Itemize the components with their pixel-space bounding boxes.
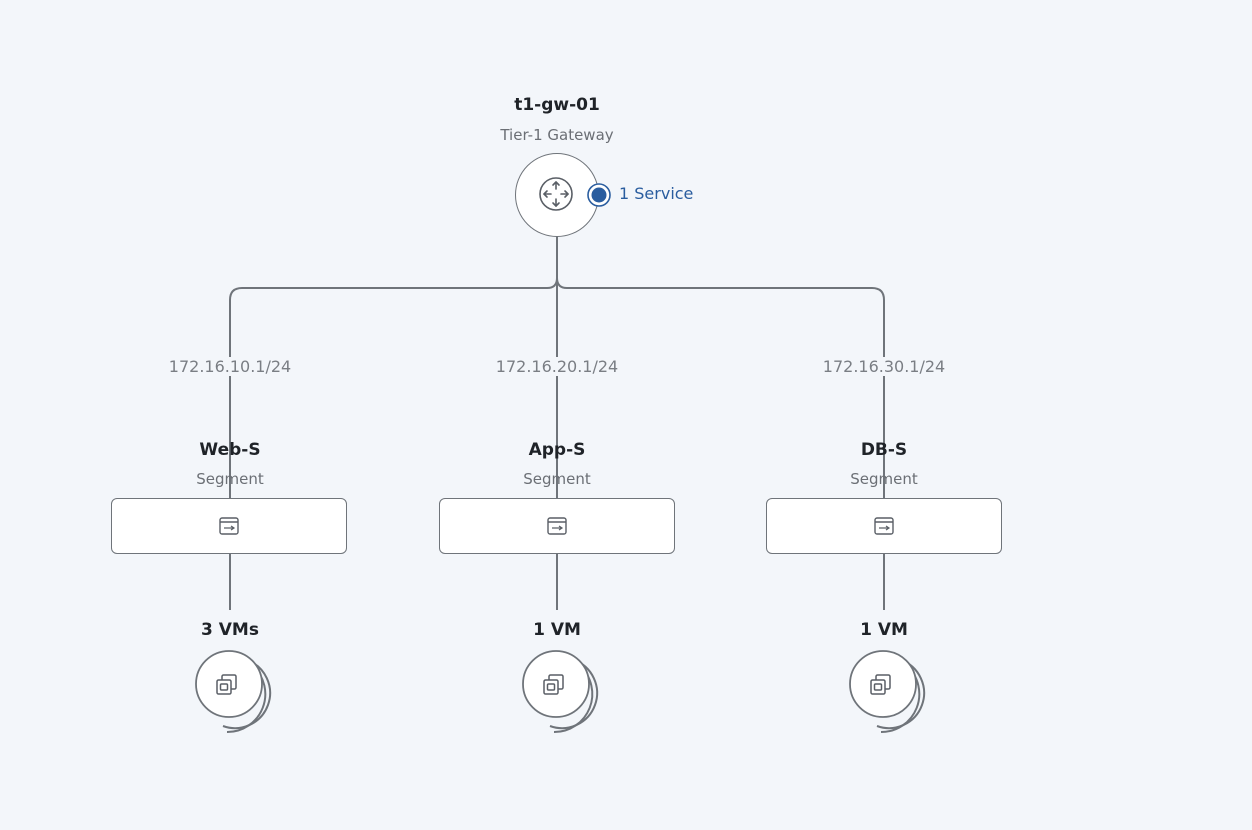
app-vm-group[interactable] xyxy=(512,646,608,742)
app-vm-count: 1 VM xyxy=(533,620,581,640)
db-segment-type: Segment xyxy=(850,470,918,488)
web-segment-node[interactable] xyxy=(111,498,347,554)
app-segment-name: App-S xyxy=(528,440,586,460)
web-segment-type: Segment xyxy=(196,470,264,488)
segment-icon xyxy=(219,517,239,535)
router-icon xyxy=(539,177,573,211)
db-segment-name: DB-S xyxy=(860,440,908,460)
db-vm-count: 1 VM xyxy=(860,620,908,640)
app-ip-label: 172.16.20.1/24 xyxy=(491,357,623,376)
vm-icon xyxy=(870,674,891,695)
segment-icon xyxy=(547,517,567,535)
vm-icon xyxy=(543,674,564,695)
app-segment-type: Segment xyxy=(523,470,591,488)
web-segment-name: Web-S xyxy=(199,440,261,460)
web-vm-group[interactable] xyxy=(185,646,281,742)
service-count-link[interactable]: 1 Service xyxy=(619,184,694,203)
gateway-node[interactable] xyxy=(515,153,599,237)
db-vm-group[interactable] xyxy=(839,646,935,742)
gateway-name: t1-gw-01 xyxy=(514,95,600,115)
db-ip-label: 172.16.30.1/24 xyxy=(818,357,950,376)
segment-icon xyxy=(874,517,894,535)
service-status-dot-icon[interactable] xyxy=(586,182,612,208)
web-ip-label: 172.16.10.1/24 xyxy=(164,357,296,376)
gateway-type: Tier-1 Gateway xyxy=(500,126,614,144)
app-segment-node[interactable] xyxy=(439,498,675,554)
vm-icon xyxy=(216,674,237,695)
db-segment-node[interactable] xyxy=(766,498,1002,554)
web-vm-count: 3 VMs xyxy=(201,620,259,640)
